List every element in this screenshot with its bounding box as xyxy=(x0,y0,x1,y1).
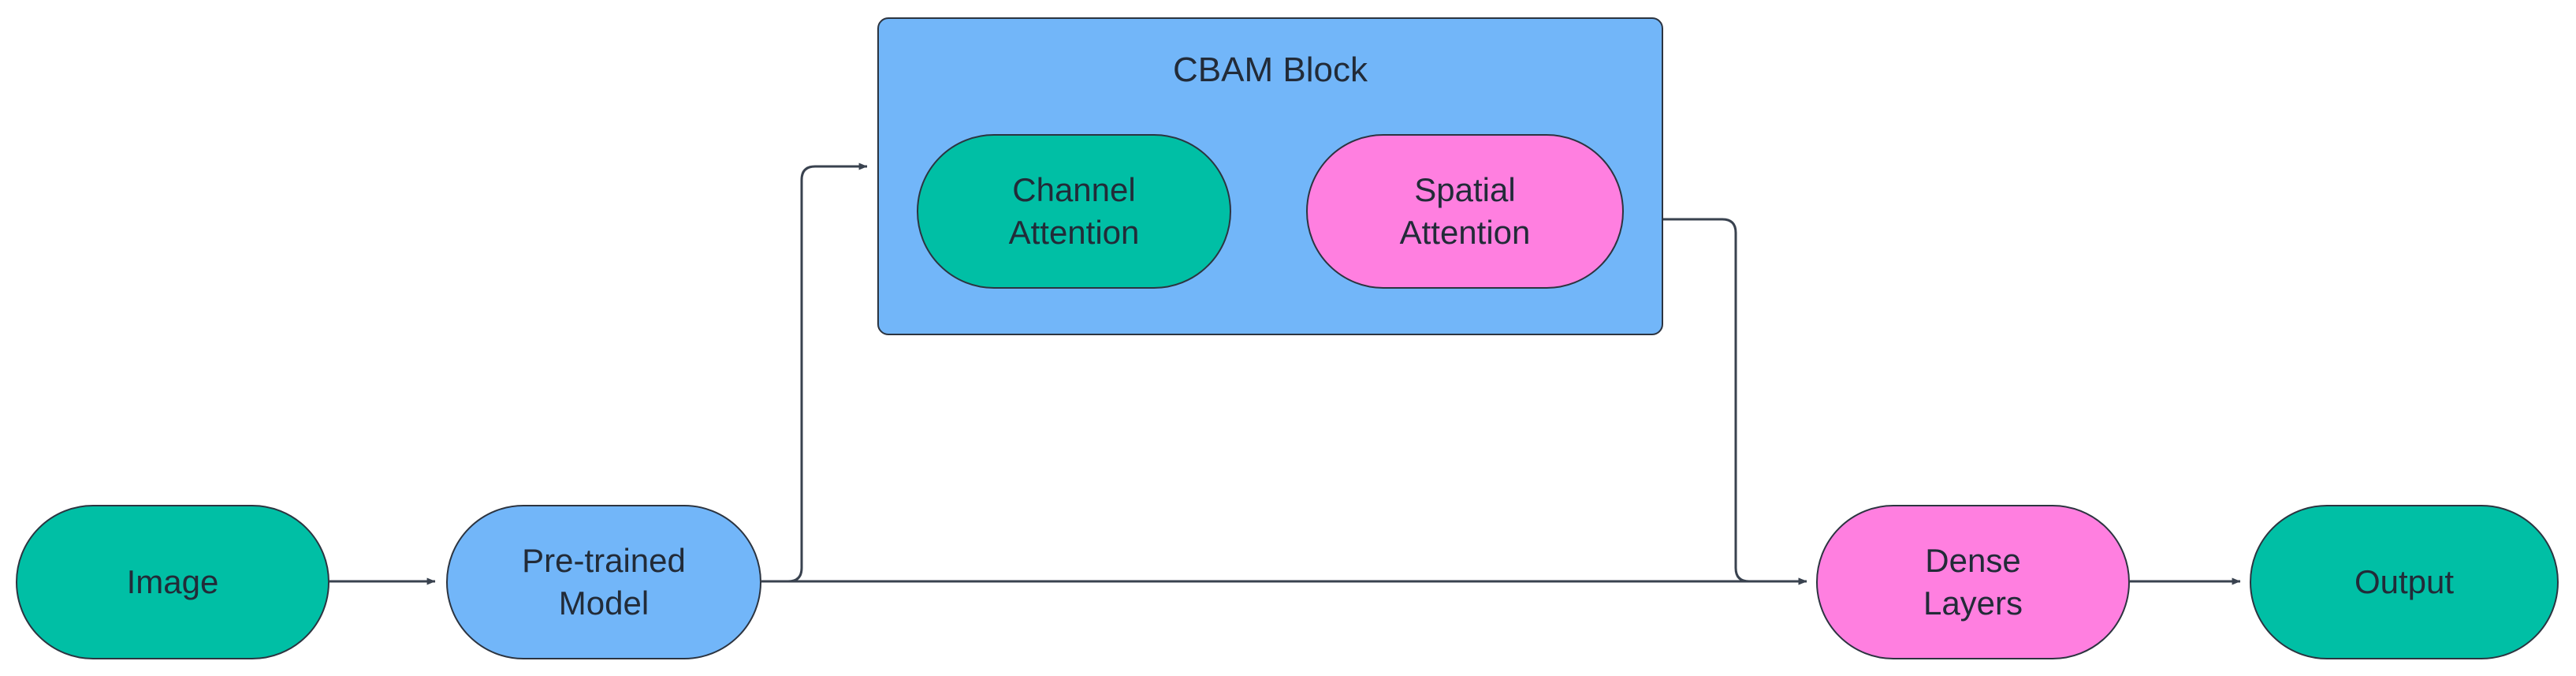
node-output[interactable]: Output xyxy=(2250,505,2559,659)
node-spatial-attention[interactable]: Spatial Attention xyxy=(1306,134,1624,289)
edge-cbam-to-dense xyxy=(1663,218,1807,585)
node-pre-trained-model[interactable]: Pre-trained Model xyxy=(446,505,761,659)
node-image[interactable]: Image xyxy=(16,505,329,659)
edge-backbone-to-channel xyxy=(761,162,868,583)
subgraph-cbam-block-label: CBAM Block xyxy=(1173,50,1368,89)
node-channel-attention[interactable]: Channel Attention xyxy=(917,134,1231,289)
node-dense-layers[interactable]: Dense Layers xyxy=(1816,505,2130,659)
